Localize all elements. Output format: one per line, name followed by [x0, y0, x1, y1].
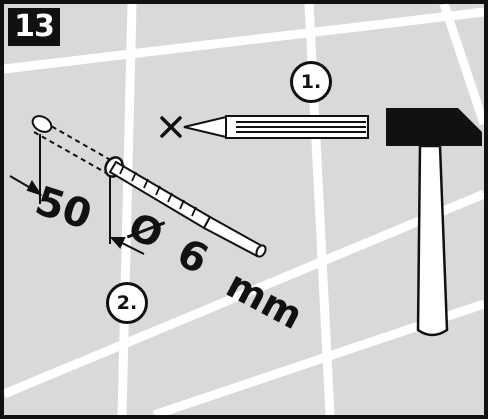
step-1-badge: 1.: [290, 61, 332, 103]
step-2-badge: 2.: [106, 282, 148, 324]
center-punch-icon: [183, 115, 369, 139]
drill-bit-icon: [31, 115, 267, 258]
mark-x-icon: [160, 116, 182, 138]
step-number: 13: [8, 8, 60, 46]
hammer-icon: [386, 108, 482, 337]
illustration: [4, 4, 484, 415]
dimension-lines: [9, 134, 145, 255]
